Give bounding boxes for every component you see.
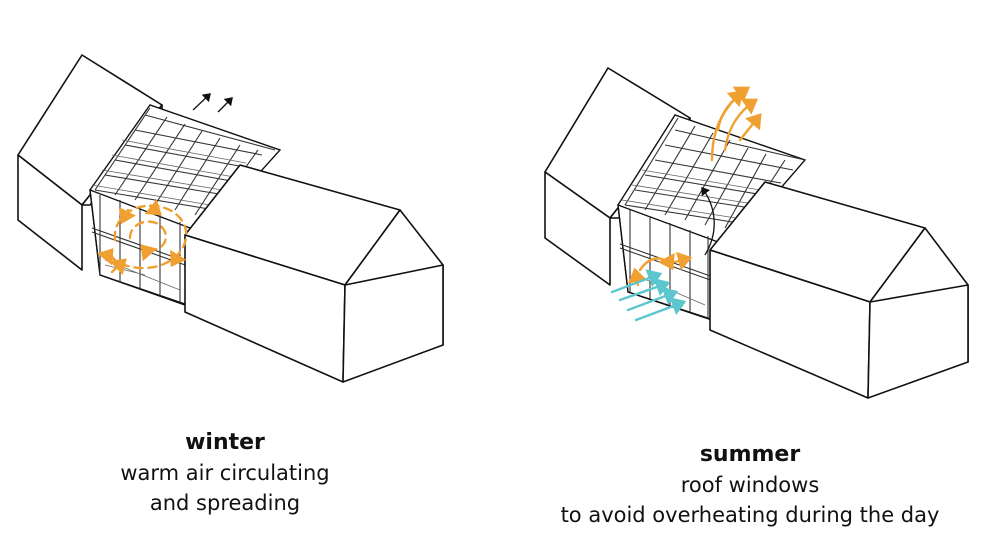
winter-description-line-1: warm air circulating <box>120 461 330 485</box>
summer-description-line-1: roof windows <box>680 473 820 497</box>
winter-roof-arrows <box>192 93 233 113</box>
winter-right-house <box>184 164 444 383</box>
summer-roof-vent-arrows <box>701 86 762 256</box>
summer-caption: summer roof windows to avoid overheating… <box>530 440 970 530</box>
winter-title: winter <box>185 430 265 455</box>
summer-description-line-2: to avoid overheating during the day <box>560 503 940 527</box>
winter-caption: winter warm air circulating and spreadin… <box>60 428 390 518</box>
winter-building <box>17 54 444 383</box>
summer-right-house <box>709 181 969 399</box>
winter-description-line-2: and spreading <box>149 491 301 515</box>
summer-title: summer <box>699 442 801 467</box>
summer-building <box>544 67 969 399</box>
summer-cool-air-inflow <box>610 269 687 322</box>
winter-warm-air-circulation <box>97 199 188 276</box>
